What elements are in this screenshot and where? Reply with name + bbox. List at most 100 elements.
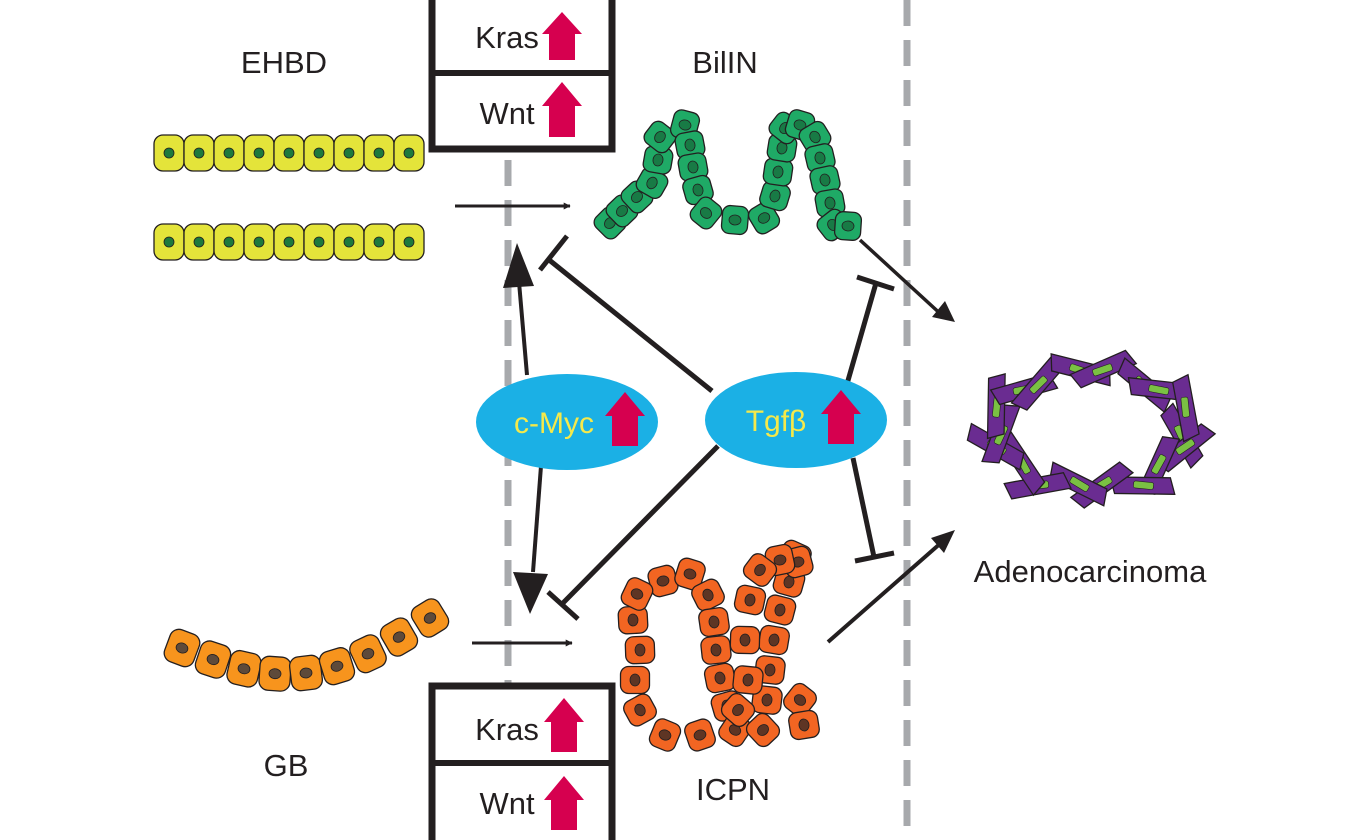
top-signal-box: Kras Wnt bbox=[428, 0, 616, 153]
cell bbox=[684, 718, 716, 752]
up-arrow-icon bbox=[542, 82, 582, 137]
cell bbox=[1171, 373, 1200, 443]
cmyc-oval: c-Myc bbox=[476, 374, 658, 470]
cmyc-to-biliin-arrow bbox=[517, 281, 529, 376]
cmyc-to-icpn-arrow bbox=[531, 465, 543, 573]
tgfb-inhibits-icpn-progression bbox=[850, 457, 877, 558]
tgfb-oval: Tgfβ bbox=[705, 372, 887, 468]
cell bbox=[648, 718, 682, 752]
icpn-label: ICPN bbox=[696, 772, 770, 807]
cell bbox=[194, 640, 232, 679]
cell bbox=[620, 577, 654, 611]
tgfb-inhibits-biliin-progression bbox=[844, 282, 879, 385]
tgfb-inhibits-icpn bbox=[561, 444, 720, 605]
bottom-box-kras: Kras bbox=[475, 712, 539, 747]
cell bbox=[732, 665, 764, 695]
cell bbox=[410, 598, 450, 638]
cell bbox=[783, 682, 817, 718]
up-arrow-icon bbox=[821, 390, 861, 444]
icpn-epithelium bbox=[617, 539, 820, 752]
cell bbox=[698, 606, 730, 638]
arrowhead bbox=[513, 572, 548, 614]
cell bbox=[691, 578, 725, 612]
arrowhead bbox=[932, 301, 955, 322]
cell bbox=[213, 134, 245, 172]
cell bbox=[643, 120, 677, 154]
cell bbox=[747, 201, 781, 235]
cell bbox=[763, 594, 797, 626]
cell bbox=[213, 223, 245, 261]
cell bbox=[751, 685, 783, 715]
cell bbox=[733, 584, 767, 616]
cell bbox=[619, 665, 651, 695]
cell bbox=[183, 134, 215, 172]
cell bbox=[288, 654, 324, 692]
cell bbox=[243, 134, 275, 172]
cell bbox=[393, 134, 425, 172]
cell bbox=[617, 605, 649, 635]
cell bbox=[303, 134, 335, 172]
up-arrow-icon bbox=[605, 392, 645, 446]
cell bbox=[273, 223, 305, 261]
cell bbox=[624, 635, 656, 665]
up-arrow-icon bbox=[544, 776, 584, 830]
cell bbox=[363, 134, 395, 172]
inhibition-bar bbox=[856, 274, 895, 292]
cell bbox=[677, 152, 709, 182]
inhibition-bar bbox=[546, 590, 580, 621]
inhibition-bar bbox=[538, 234, 569, 272]
cell bbox=[745, 712, 781, 748]
cell bbox=[153, 134, 185, 172]
cell bbox=[703, 662, 737, 694]
biliin-label: BilIN bbox=[692, 45, 757, 80]
inhibition-bar bbox=[854, 550, 895, 564]
gb-label: GB bbox=[264, 748, 309, 783]
cell bbox=[258, 655, 292, 692]
cell bbox=[720, 692, 756, 728]
arrowhead bbox=[503, 243, 534, 288]
bottom-signal-box: Kras Wnt bbox=[428, 682, 616, 840]
cell bbox=[153, 223, 185, 261]
cell bbox=[729, 625, 761, 655]
cell bbox=[689, 196, 723, 230]
top-box-wnt: Wnt bbox=[479, 96, 535, 131]
cell bbox=[163, 628, 201, 668]
cell bbox=[363, 223, 395, 261]
cell bbox=[833, 211, 863, 241]
arrow-biliin-to-adeno bbox=[858, 238, 947, 320]
up-arrow-icon bbox=[542, 12, 582, 60]
adenocarcinoma-label: Adenocarcinoma bbox=[974, 554, 1207, 589]
cell bbox=[273, 134, 305, 172]
top-box-kras: Kras bbox=[475, 20, 539, 55]
cell bbox=[642, 145, 674, 175]
cell bbox=[758, 624, 790, 656]
cell bbox=[809, 165, 841, 195]
gb-epithelium bbox=[163, 598, 450, 692]
cell bbox=[183, 223, 215, 261]
adenocarcinoma-cells bbox=[966, 349, 1217, 509]
cell bbox=[742, 553, 778, 587]
cell bbox=[318, 647, 356, 686]
cell bbox=[674, 557, 706, 591]
cell bbox=[788, 709, 820, 741]
cell bbox=[1069, 349, 1138, 389]
tgfb-label: Tgfβ bbox=[746, 405, 807, 438]
arrow-icpn-to-adeno bbox=[826, 540, 944, 644]
cell bbox=[700, 635, 732, 665]
bottom-box-wnt: Wnt bbox=[479, 786, 535, 821]
cell bbox=[393, 223, 425, 261]
cell bbox=[303, 223, 335, 261]
cell bbox=[720, 204, 750, 236]
arrowhead bbox=[931, 530, 955, 553]
cell bbox=[762, 157, 794, 187]
ehbd-epithelium-bottom bbox=[153, 223, 425, 261]
cell bbox=[333, 134, 365, 172]
cell bbox=[379, 617, 419, 657]
cell bbox=[226, 649, 262, 688]
up-arrow-icon bbox=[544, 698, 584, 752]
ehbd-epithelium-top bbox=[153, 134, 425, 172]
biliin-epithelium bbox=[593, 109, 863, 242]
tgfb-inhibits-biliin bbox=[546, 257, 714, 393]
cell bbox=[333, 223, 365, 261]
